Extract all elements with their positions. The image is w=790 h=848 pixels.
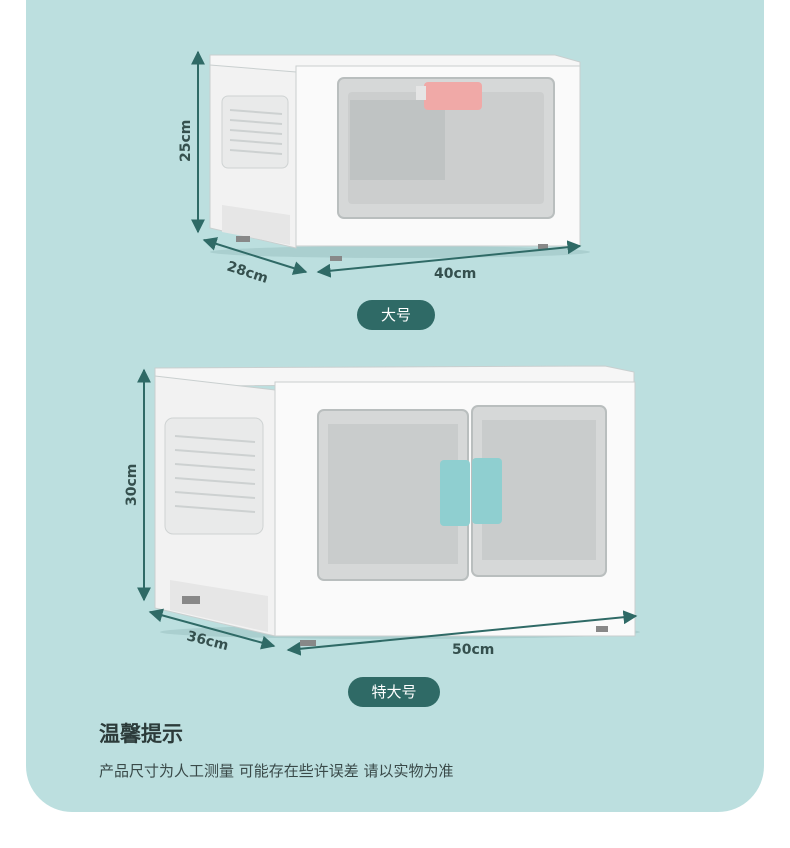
height-label-xlarge: 30cm xyxy=(124,464,140,506)
width-label-xlarge: 50cm xyxy=(452,642,494,658)
storage-box-large xyxy=(209,54,590,261)
dimension-lines-large xyxy=(191,50,582,278)
width-label-large: 40cm xyxy=(434,266,476,282)
size-badge-large: 大号 xyxy=(357,300,435,330)
depth-label-large: 28cm xyxy=(225,259,270,287)
size-badge-xlarge: 特大号 xyxy=(348,677,440,707)
dimension-lines-xlarge xyxy=(137,368,638,656)
storage-box-xlarge xyxy=(154,365,640,646)
notice-text: 产品尺寸为人工测量 可能存在些许误差 请以实物为准 xyxy=(99,762,454,780)
height-label-large: 25cm xyxy=(178,120,194,162)
notice-title: 温馨提示 xyxy=(99,722,183,746)
